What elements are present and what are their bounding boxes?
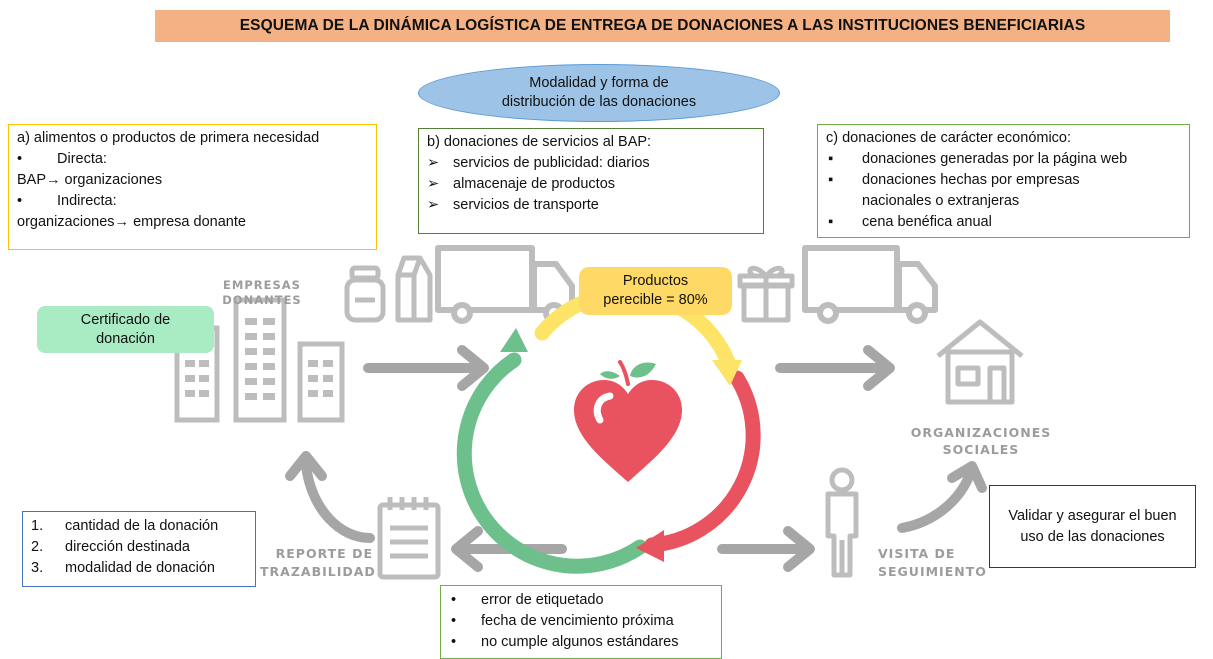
- list-number: 3.: [31, 560, 44, 576]
- flow-arrow-right: [363, 345, 489, 391]
- modalidad-line2: distribución de las donaciones: [501, 94, 697, 110]
- validar-line1: Validar y asegurar el buen: [1008, 507, 1177, 524]
- list-item-text: no cumple algunos estándares: [481, 634, 679, 650]
- list-item: • fecha de vencimiento próxima: [451, 611, 713, 632]
- bullet: •: [17, 193, 23, 209]
- visita-line1: VISITA DE: [878, 546, 956, 561]
- reporte-list-box: 1. cantidad de la donación 2. dirección de…: [22, 511, 256, 587]
- list-item: ➢ servicios de publicidad: diarios: [427, 153, 755, 174]
- reporte-line2: TRAZABILIDAD: [260, 564, 376, 579]
- productos-line2: perecible = 80%: [603, 292, 708, 308]
- house-icon: [936, 319, 1024, 405]
- list-number: 2.: [31, 539, 44, 555]
- arrow-bullet: ➢: [427, 155, 440, 171]
- report-icon: [377, 497, 441, 580]
- box-economico: c) donaciones de carácter económico: ▪ do…: [817, 124, 1190, 238]
- list-number: 1.: [31, 518, 44, 534]
- list-item-text: fecha de vencimiento próxima: [481, 613, 674, 629]
- flow-arrow-right: [775, 345, 895, 391]
- organizaciones-sociales-label: ORGANIZACIONES SOCIALES: [906, 424, 1056, 458]
- modalidad-ellipse: Modalidad y forma de distribución de las…: [418, 64, 780, 122]
- empresas-line2: DONANTES: [222, 293, 302, 307]
- certificado-label: Certificado de donación: [37, 306, 214, 353]
- list-item-text: dirección destinada: [65, 539, 190, 555]
- milk-carton-icon: [395, 255, 433, 323]
- list-item: 2. dirección destinada: [31, 537, 247, 558]
- flow-arrow-right: [717, 526, 815, 572]
- list-item-text: error de etiquetado: [481, 592, 604, 608]
- box-a-directa-row: • Directa:: [17, 149, 368, 170]
- list-item-text: modalidad de donación: [65, 560, 215, 576]
- list-item-continuation: nacionales o extranjeras: [862, 193, 1020, 209]
- box-servicios: b) donaciones de servicios al BAP: ➢ serv…: [418, 128, 764, 234]
- truck-icon: [802, 245, 938, 324]
- gift-icon: [737, 265, 795, 323]
- heart-apple-icon: [574, 360, 682, 482]
- bullet: •: [451, 613, 457, 629]
- productos-label: Productos perecible = 80%: [579, 267, 732, 315]
- square-bullet: ▪: [828, 151, 834, 167]
- arrow-bullet: ➢: [427, 176, 440, 192]
- indirecta-label: Indirecta:: [57, 193, 117, 209]
- list-item: 1. cantidad de la donación: [31, 516, 247, 537]
- person-icon: [825, 467, 859, 578]
- productos-line1: Productos: [622, 273, 689, 289]
- list-item: 3. modalidad de donación: [31, 558, 247, 579]
- reporte-line1: REPORTE DE: [275, 546, 373, 561]
- list-item: ▪ cena benéfica anual: [826, 212, 1181, 233]
- list-item-text: servicios de transporte: [453, 197, 599, 213]
- validar-box: Validar y asegurar el buen uso de las do…: [989, 485, 1196, 568]
- diagram-title: ESQUEMA DE LA DINÁMICA LOGÍSTICA DE ENTR…: [155, 10, 1170, 42]
- list-item: • no cumple algunos estándares: [451, 632, 713, 653]
- square-bullet: ▪: [828, 214, 834, 230]
- reporte-trazabilidad-label: REPORTE DE TRAZABILIDAD: [260, 545, 376, 581]
- box-a-indirecta-row: • Indirecta:: [17, 191, 368, 212]
- errores-list-box: • error de etiquetado • fecha de vencimien…: [440, 585, 722, 659]
- validar-line2: uso de las donaciones: [1020, 528, 1165, 545]
- bullet: •: [451, 634, 457, 650]
- empresas-line1: EMPRESAS: [223, 278, 301, 292]
- box-a-title: a) alimentos o productos de primera nece…: [17, 130, 320, 146]
- list-item: ➢ almacenaje de productos: [427, 174, 755, 195]
- list-item-text: cena benéfica anual: [862, 214, 992, 230]
- visita-seguimiento-label: VISITA DE SEGUIMIENTO: [878, 545, 998, 581]
- certificado-line1: Certificado de: [80, 311, 171, 328]
- box-c-title: c) donaciones de carácter económico:: [826, 130, 1072, 146]
- box-alimentos: a) alimentos o productos de primera nece…: [8, 124, 377, 250]
- flow-arrow-up: [285, 451, 375, 543]
- list-item-text: donaciones generadas por la página web: [862, 151, 1128, 167]
- modalidad-line1: Modalidad y forma de: [529, 75, 669, 91]
- bullet: •: [451, 592, 457, 608]
- list-item: ▪ donaciones generadas por la página web: [826, 149, 1181, 170]
- list-item: • error de etiquetado: [451, 590, 713, 611]
- directa-label: Directa:: [57, 151, 107, 167]
- cycle-arrowheads: [500, 328, 742, 562]
- list-item-text: almacenaje de productos: [453, 176, 616, 192]
- list-item: ➢ servicios de transporte: [427, 195, 755, 216]
- truck-icon: [435, 245, 575, 324]
- list-item-text: cantidad de la donación: [65, 518, 219, 534]
- square-bullet: ▪: [828, 172, 834, 188]
- organizaciones-line1: ORGANIZACIONES: [910, 425, 1052, 440]
- list-item-text: donaciones hechas por empresas: [862, 172, 1080, 188]
- list-item-text: servicios de publicidad: diarios: [453, 155, 650, 171]
- empresas-donantes-label: EMPRESAS DONANTES: [220, 278, 304, 308]
- arrow-bullet: ➢: [427, 197, 440, 213]
- bullet: •: [17, 151, 23, 167]
- certificado-line2: donación: [96, 330, 155, 347]
- box-b-title: b) donaciones de servicios al BAP:: [427, 134, 652, 150]
- flow-arrow-up: [897, 461, 987, 533]
- list-item: ▪ donaciones hechas por empresas: [826, 170, 1181, 191]
- visita-line2: SEGUIMIENTO: [878, 564, 987, 579]
- indirecta-flow: organizaciones→ empresa donante: [17, 214, 246, 230]
- directa-flow: BAP→ organizaciones: [17, 172, 163, 188]
- jar-icon: [344, 265, 386, 323]
- organizaciones-line2: SOCIALES: [942, 442, 1020, 457]
